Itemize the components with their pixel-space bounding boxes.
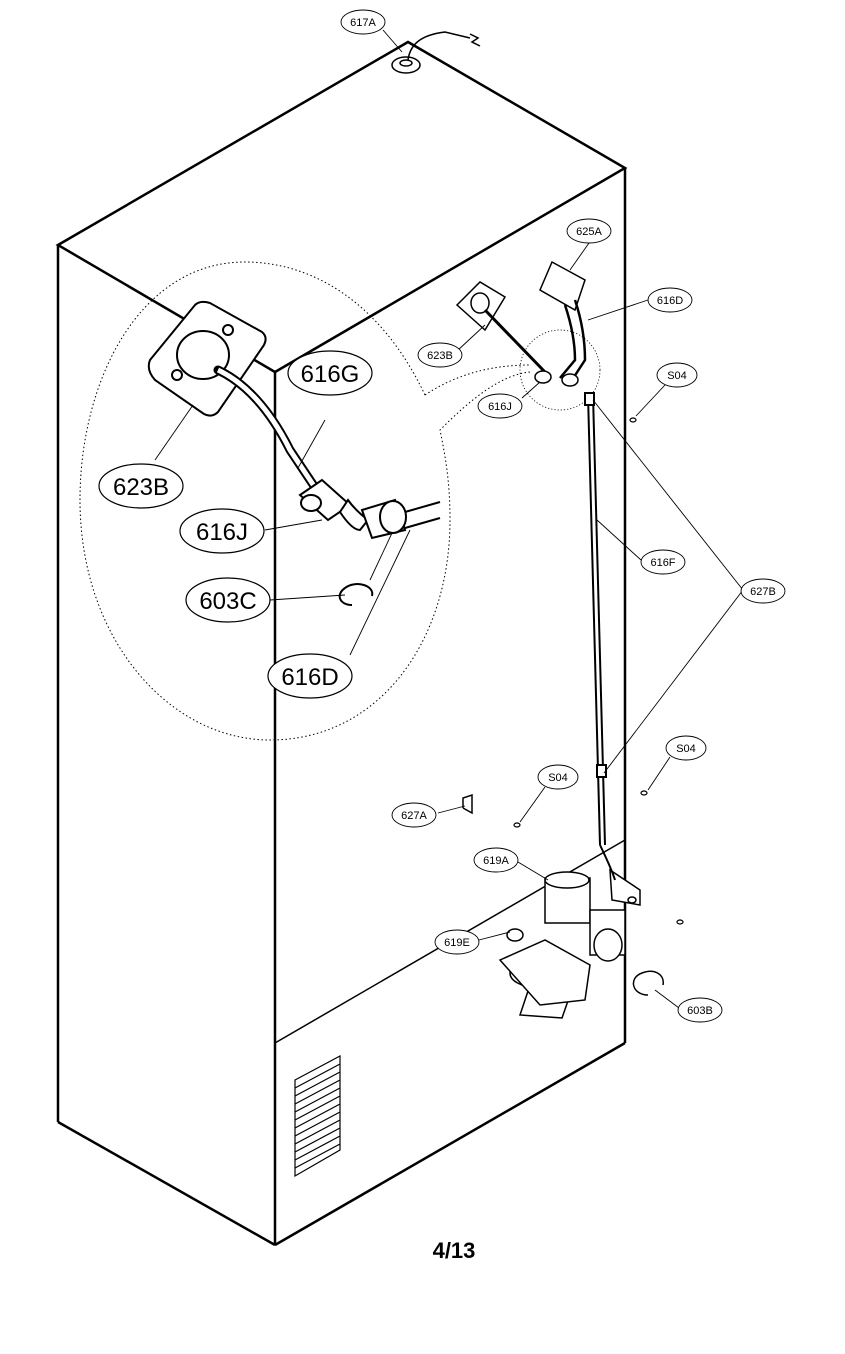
label-s04-mid: S04 <box>548 772 568 784</box>
zoom-bubble <box>79 261 531 741</box>
leader-lines <box>154 29 744 1009</box>
water-line-616f <box>584 392 607 846</box>
small-mount-623b <box>455 281 547 374</box>
label-619e: 619E <box>444 937 470 949</box>
large-labels: 616G 623B 616J 603C 616D <box>113 361 359 691</box>
connector-616j-small <box>519 329 601 411</box>
clamp-627a <box>462 793 473 815</box>
screws <box>513 417 684 925</box>
label-627b: 627B <box>750 586 776 598</box>
large-label-ovals <box>98 350 373 699</box>
page-number: 4/13 <box>433 1238 476 1263</box>
enlarged-clip-603c <box>338 583 374 606</box>
label-616j-large: 616J <box>196 519 248 546</box>
label-616f: 616F <box>650 557 675 569</box>
valve-assembly <box>498 844 641 1019</box>
filter-625a <box>539 260 587 381</box>
cabinet-outline <box>55 40 628 1247</box>
vent-grille <box>294 1055 341 1178</box>
label-623b-large: 623B <box>113 474 169 501</box>
label-603b: 603B <box>687 1005 713 1017</box>
label-627a: 627A <box>401 810 427 822</box>
label-625a: 625A <box>576 226 602 238</box>
enlarged-connector-616j <box>298 478 441 540</box>
label-603c-large: 603C <box>199 588 256 615</box>
label-616d-large: 616D <box>281 664 338 691</box>
clip-603b <box>632 970 664 996</box>
label-619a: 619A <box>483 855 509 867</box>
small-label-ovals <box>340 9 786 1023</box>
label-s04-top: S04 <box>667 370 687 382</box>
label-s04-right: S04 <box>676 743 696 755</box>
small-labels: 617A 625A 616D 623B 616J S04 616F 627B S… <box>350 17 776 1017</box>
label-623b-small: 623B <box>427 350 453 362</box>
label-617a: 617A <box>350 17 376 29</box>
grommet-617a <box>391 31 481 74</box>
label-616j-small: 616J <box>488 401 512 413</box>
label-616d-small: 616D <box>657 295 683 307</box>
label-616g-large: 616G <box>301 361 360 388</box>
enlarged-mount-623b <box>147 300 323 497</box>
